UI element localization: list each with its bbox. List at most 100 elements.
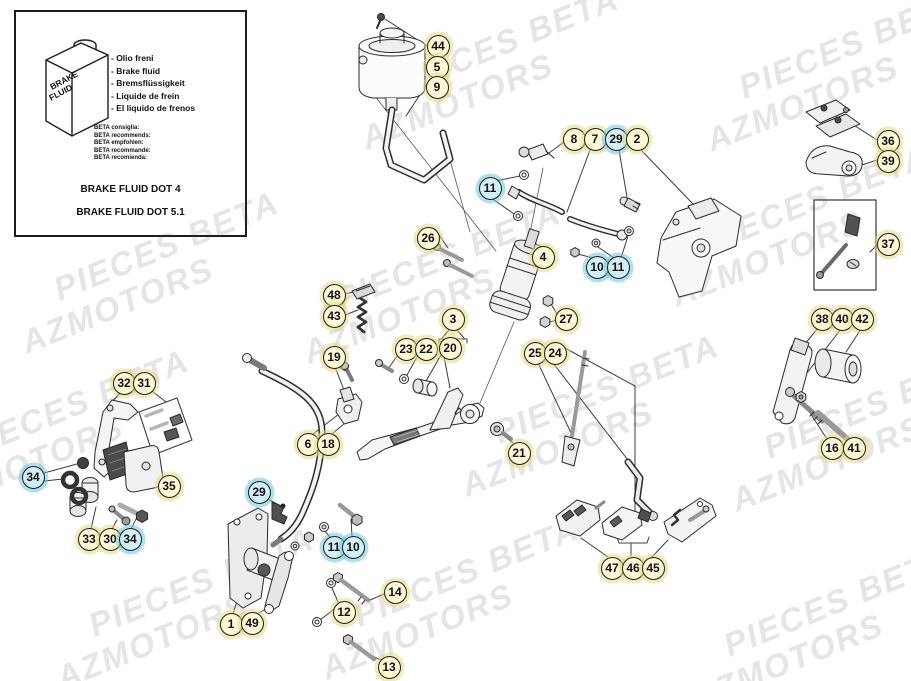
callout-27[interactable]: 27 (554, 307, 578, 331)
beta-recommendation-0: BETA consiglia: (94, 125, 140, 131)
callout-13[interactable]: 13 (377, 655, 401, 679)
callout-11[interactable]: 11 (478, 176, 502, 200)
callout-40[interactable]: 40 (830, 307, 854, 331)
part-washer-22 (399, 374, 409, 384)
beta-recommendation-1: BETA recommends: (94, 132, 151, 139)
callout-16[interactable]: 16 (820, 436, 844, 460)
part-master-cylinder-4 (489, 228, 544, 321)
callout-37[interactable]: 37 (876, 232, 900, 256)
part-plate-45 (663, 497, 717, 543)
callout-41[interactable]: 41 (842, 436, 866, 460)
part-bolts-26 (433, 243, 474, 278)
callout-24[interactable]: 24 (543, 341, 567, 365)
callout-20[interactable]: 20 (438, 336, 462, 360)
part-washers-12 (312, 578, 336, 627)
callout-34[interactable]: 34 (21, 465, 45, 489)
fluid-name-3: - Liquide de frein (111, 90, 180, 101)
part-banjo-8 (518, 143, 555, 161)
part-fittings-1011-bottom (290, 502, 363, 551)
callout-35[interactable]: 35 (157, 474, 181, 498)
callout-29[interactable]: 29 (604, 127, 628, 151)
callout-36[interactable]: 36 (876, 129, 900, 153)
leader-lines (43, 18, 878, 661)
beta-recommendation-3: BETA recommandé: (94, 147, 151, 154)
part-rear-hose-6 (242, 353, 326, 548)
callout-32[interactable]: 32 (112, 371, 136, 395)
callout-38[interactable]: 38 (810, 307, 834, 331)
part-rod-25 (561, 350, 590, 467)
part-bleed-30 (108, 505, 131, 526)
part-brake-pedal-3 (356, 387, 485, 461)
brake-fluid-bottle: BRAKE FLUID (45, 39, 109, 137)
callout-39[interactable]: 39 (876, 149, 900, 173)
callout-11-14[interactable]: 11 (606, 255, 630, 279)
part-hoses-7 (507, 185, 628, 241)
part-sensor-38 (772, 337, 813, 425)
dot51-label: BRAKE FLUID DOT 5.1 (76, 207, 185, 218)
part-nut-16 (795, 391, 807, 404)
part-fittings-1011-top (570, 226, 634, 258)
part-washers-11-top (513, 170, 529, 221)
callout-33[interactable]: 33 (77, 527, 101, 551)
part-footrest-47 (555, 499, 606, 537)
brake-fluid-info-box: BRAKE FLUID - Olio freni- Brake fluid- B… (14, 10, 247, 237)
part-assembly-1-49 (227, 507, 294, 614)
callout-29-37[interactable]: 29 (247, 480, 271, 504)
callout-19[interactable]: 19 (322, 345, 346, 369)
part-padkit-31 (138, 397, 193, 456)
beta-recommendation-4: BETA recomienda: (94, 155, 148, 162)
part-pads-36 (805, 99, 861, 138)
part-bushing-20 (412, 378, 438, 397)
callout-43[interactable]: 43 (322, 304, 346, 328)
callout-34-40[interactable]: 34 (118, 527, 142, 551)
callout-47[interactable]: 47 (600, 556, 624, 580)
callout-44[interactable]: 44 (426, 34, 450, 58)
callout-31[interactable]: 31 (132, 371, 156, 395)
beta-recommendation-2: BETA empfohlen: (94, 140, 144, 147)
callout-5[interactable]: 5 (425, 55, 449, 79)
callout-42[interactable]: 42 (850, 307, 874, 331)
callout-12[interactable]: 12 (332, 600, 356, 624)
beta-recommendation-list: BETA consiglia:BETA recommends:BETA empf… (94, 125, 151, 163)
part-spring-43 (356, 296, 368, 334)
part-bolt-13 (343, 634, 377, 662)
part-rear-caliper-2 (656, 197, 742, 298)
part-clip-48 (351, 283, 376, 300)
callout-3[interactable]: 3 (441, 307, 465, 331)
callout-4[interactable]: 4 (531, 245, 555, 269)
callout-22[interactable]: 22 (414, 337, 438, 361)
fluid-name-0: - Olio freni (111, 53, 154, 63)
dot4-label: BRAKE FLUID DOT 4 (80, 184, 181, 195)
part-clip-29b (271, 501, 288, 525)
callout-10-42[interactable]: 10 (341, 535, 365, 559)
part-screw-44 (376, 13, 385, 29)
part-seals-34 (60, 457, 89, 506)
part-caliper-35 (102, 441, 164, 493)
callout-48[interactable]: 48 (322, 283, 346, 307)
callout-21[interactable]: 21 (507, 441, 531, 465)
callout-14[interactable]: 14 (383, 580, 407, 604)
fluid-name-list: - Olio freni- Brake fluid- Bremsflüssigk… (111, 52, 195, 115)
callout-8[interactable]: 8 (562, 127, 586, 151)
part-kit-37 (813, 199, 877, 291)
callout-11-41[interactable]: 11 (322, 535, 346, 559)
part-hose-9 (382, 106, 454, 184)
callout-9[interactable]: 9 (425, 75, 449, 99)
part-reservoir-5 (358, 27, 426, 111)
fluid-name-4: - El liquido de frenos (111, 103, 196, 113)
callout-7[interactable]: 7 (583, 127, 607, 151)
callout-45[interactable]: 45 (641, 556, 665, 580)
callout-26[interactable]: 26 (416, 226, 440, 250)
callout-23[interactable]: 23 (394, 337, 418, 361)
callout-10[interactable]: 10 (585, 255, 609, 279)
callout-2[interactable]: 2 (625, 127, 649, 151)
part-footrest-46 (601, 506, 652, 541)
callout-1[interactable]: 1 (219, 612, 243, 636)
part-bolt-19 (339, 362, 355, 403)
part-pin-23 (375, 359, 394, 373)
part-bracket-39 (805, 145, 863, 177)
callout-49[interactable]: 49 (240, 611, 264, 635)
callout-18[interactable]: 18 (316, 432, 340, 456)
part-banjo-34b (117, 502, 148, 523)
